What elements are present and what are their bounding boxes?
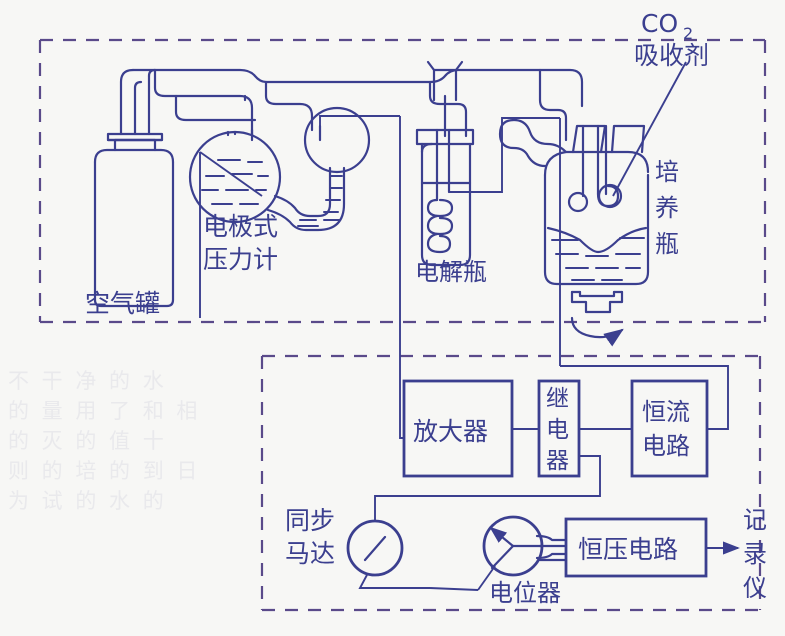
label-constant-voltage: 恒压电路 bbox=[578, 535, 678, 564]
potentiometer bbox=[429, 515, 568, 591]
label-pressure-gauge-line2: 压力计 bbox=[203, 245, 278, 274]
label-recorder-char1: 记 bbox=[743, 506, 767, 534]
bleed-through-text: 不 干 净 的 水 的 量 用 了 和 相 的 灭 的 值 十 则 的 培 的 … bbox=[8, 366, 200, 516]
label-culture-bottle-char2: 养 bbox=[655, 194, 679, 222]
label-co2-absorbent-subscript: 2 bbox=[683, 24, 693, 43]
apparatus-boundary-box bbox=[38, 38, 767, 324]
label-culture-bottle-char1: 培 bbox=[655, 158, 679, 186]
manometer-liquid-left bbox=[201, 159, 269, 205]
label-culture-bottle-char3: 瓶 bbox=[655, 230, 679, 258]
sync-motor bbox=[346, 519, 430, 589]
bleed-line-3: 的 灭 的 值 十 bbox=[8, 429, 167, 453]
label-relay-char1: 继 bbox=[546, 386, 569, 412]
manometer-liquid-utube bbox=[297, 175, 343, 227]
label-relay-char3: 器 bbox=[546, 448, 569, 474]
top-piping bbox=[131, 68, 584, 142]
relay-branch-wire bbox=[374, 455, 601, 522]
electrolysis-bottle bbox=[415, 60, 560, 267]
culture-liquid bbox=[551, 237, 645, 281]
label-sync-motor-line1: 同步 bbox=[285, 506, 335, 535]
bleed-line-4: 则 的 培 的 到 日 bbox=[8, 459, 201, 483]
label-recorder-char2: 录 bbox=[743, 540, 767, 568]
bleed-line-1: 不 干 净 的 水 bbox=[8, 369, 167, 393]
air-tank bbox=[93, 68, 175, 308]
bleed-line-5: 为 试 的 水 的 bbox=[8, 489, 167, 513]
label-relay-char2: 电 bbox=[546, 417, 569, 443]
bleed-line-2: 的 量 用 了 和 相 bbox=[8, 399, 201, 423]
label-pressure-gauge-line1: 电极式 bbox=[203, 212, 278, 241]
label-constant-current-line1: 恒流 bbox=[642, 398, 690, 426]
label-recorder-char3: 仪 bbox=[743, 574, 767, 602]
constant-current-block bbox=[559, 118, 729, 478]
labels-layer: CO 2 吸收剂 空气罐 电极式 压力计 电解瓶 培 养 瓶 放大器 继 电 器… bbox=[85, 9, 767, 607]
electronics-boundary-box bbox=[260, 354, 762, 612]
label-sync-motor-line2: 马达 bbox=[285, 539, 335, 568]
label-potentiometer: 电位器 bbox=[489, 579, 561, 607]
label-amplifier: 放大器 bbox=[413, 417, 488, 446]
label-electrolysis-bottle: 电解瓶 bbox=[415, 258, 487, 286]
constant-voltage-block bbox=[564, 517, 740, 578]
label-air-tank: 空气罐 bbox=[85, 289, 160, 318]
label-co2-absorbent-line1: CO bbox=[641, 9, 678, 38]
culture-bottle bbox=[498, 61, 687, 347]
label-co2-absorbent-line2: 吸收剂 bbox=[634, 41, 709, 70]
label-constant-current-line2: 电路 bbox=[642, 432, 690, 460]
electrode-pressure-gauge bbox=[188, 94, 400, 318]
